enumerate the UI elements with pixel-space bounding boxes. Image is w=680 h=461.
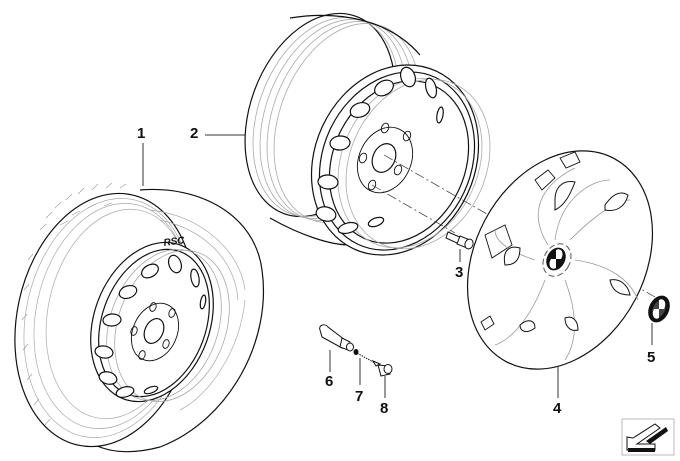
- callout-7: 7: [355, 388, 364, 405]
- complete-wheel[interactable]: [0, 177, 264, 461]
- callout-8: 8: [380, 400, 389, 417]
- valve-cap[interactable]: [377, 364, 393, 377]
- callout-1: 1: [137, 125, 146, 142]
- valve-insert[interactable]: [353, 349, 382, 367]
- rsc-marking: RSC: [163, 235, 186, 249]
- callout-4: 4: [553, 400, 562, 417]
- callout-5: 5: [647, 349, 656, 366]
- emblem-badge[interactable]: [644, 292, 674, 326]
- callout-3: 3: [455, 264, 464, 281]
- valve-body[interactable]: [319, 324, 354, 352]
- callout-6: 6: [325, 373, 334, 390]
- arrow-down-left-icon[interactable]: [621, 418, 675, 456]
- callout-2: 2: [190, 125, 199, 142]
- wheel-bolt[interactable]: [445, 231, 474, 250]
- hubcap[interactable]: [431, 119, 680, 402]
- steel-rim[interactable]: [218, 0, 517, 283]
- leader-lines: [142, 134, 653, 398]
